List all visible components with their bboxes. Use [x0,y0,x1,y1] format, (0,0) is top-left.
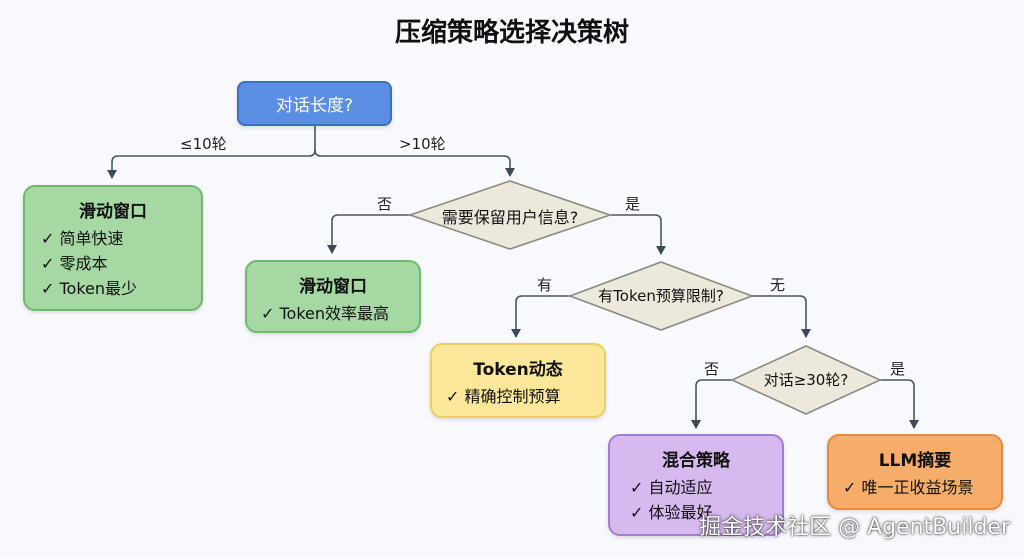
edge-label-no1: 否 [377,195,393,213]
edge-d3-to-llm [880,379,919,429]
leaf-sliding-window-short: 滑动窗口 ✓ 简单快速 ✓ 零成本 ✓ Token最少 [23,185,203,311]
edge-d2-to-token [511,295,570,338]
edge-label-yes2: 是 [890,360,906,378]
decision-diamond-d2 [567,261,755,331]
leaf-title: 混合策略 [662,451,730,471]
leaf-title: LLM摘要 [878,451,952,471]
leaf-item: ✓ 简单快速 [41,229,124,248]
edge-d1-to-sliding2 [327,214,410,254]
leaf-llm-summary: LLM摘要 ✓ 唯一正收益场景 [827,434,1003,510]
decision-label-d3: 对话≥30轮? [763,371,849,389]
edge-label-le10: ≤10轮 [180,135,227,153]
root-node: 对话长度? [237,81,392,126]
diagram-title: 压缩策略选择决策树 [394,18,629,48]
edge-d2-to-d3 [752,295,811,338]
leaf-item: ✓ Token效率最高 [261,304,390,323]
edge-d3-to-hybrid [691,379,732,429]
edge-label-gt10: >10轮 [399,135,446,153]
edge-label-have: 有 [537,276,553,294]
leaf-item: ✓ 零成本 [41,254,108,273]
leaf-item: ✓ 自动适应 [630,478,713,497]
decision-diamond-d3 [730,345,882,415]
leaf-hybrid-strategy: 混合策略 ✓ 自动适应 ✓ 体验最好 [608,434,784,536]
leaf-item: ✓ 体验最好 [630,503,713,522]
edge-root-to-d1 [314,149,515,177]
leaf-item: ✓ 唯一正收益场景 [843,478,974,497]
decision-diamond-d1 [407,180,613,250]
leaf-title: Token动态 [473,360,563,380]
edge-label-yes1: 是 [625,195,641,213]
edge-d1-to-d2 [610,214,666,255]
leaf-sliding-window-efficient: 滑动窗口 ✓ Token效率最高 [245,260,421,333]
edge-label-no2: 否 [704,360,720,378]
decision-label-d1: 需要保留用户信息? [441,208,579,227]
leaf-title: 滑动窗口 [79,202,147,222]
leaf-token-dynamic: Token动态 ✓ 精确控制预算 [430,343,606,418]
leaf-item: ✓ Token最少 [41,279,138,298]
leaf-item: ✓ 精确控制预算 [446,387,561,406]
edge-label-none: 无 [770,276,786,294]
leaf-title: 滑动窗口 [299,277,367,297]
watermark-text: 掘金技术社区 @ AgentBuilder [699,515,1010,540]
decision-label-d2: 有Token预算限制? [598,287,724,305]
